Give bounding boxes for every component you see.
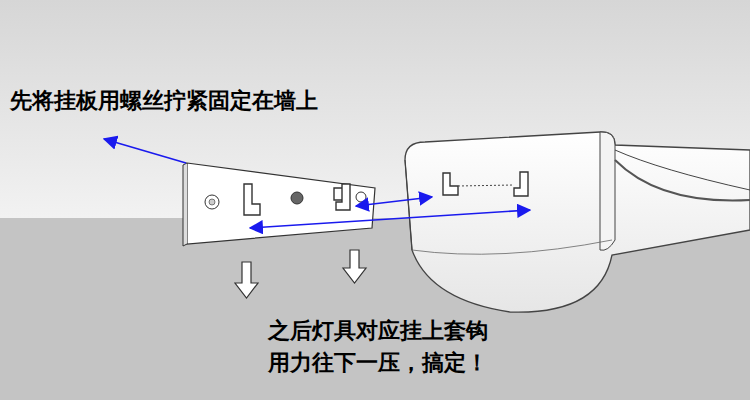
step-note: 用力往下一压，搞定！ xyxy=(268,350,488,376)
mounting-plate xyxy=(183,163,375,246)
step-note: 之后灯具对应挂上套钩 xyxy=(268,318,488,344)
step-note: 先将挂板用螺丝拧紧固定在墙上 xyxy=(10,88,318,114)
down-arrows xyxy=(235,250,366,298)
guide-arrows xyxy=(104,139,530,228)
lamp-body xyxy=(405,132,750,312)
